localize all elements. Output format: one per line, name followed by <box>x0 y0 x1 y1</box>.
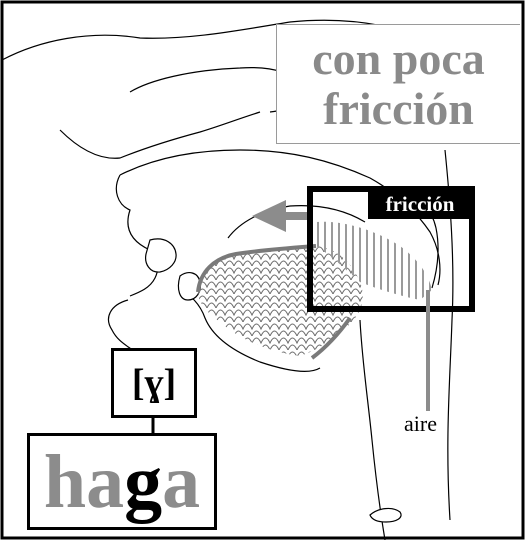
word-suffix: a <box>162 439 201 524</box>
friccion-label: fricción <box>368 191 472 219</box>
larynx <box>369 507 402 523</box>
friction-box <box>307 186 475 312</box>
friction-zone <box>316 221 432 300</box>
aire-label: aire <box>402 411 439 437</box>
tongue <box>198 246 363 356</box>
word-focus-letter: g <box>124 439 163 524</box>
title-line-1: con poca <box>312 33 485 84</box>
phoneme-symbol: [ɣ] <box>131 362 177 404</box>
phoneme-box: [ɣ] <box>111 348 197 418</box>
upper-teeth <box>145 238 177 273</box>
airflow-arrow-head <box>252 200 286 232</box>
word-prefix: ha <box>43 439 125 524</box>
title-box: con poca fricción <box>276 24 520 144</box>
title-line-2: fricción <box>323 83 474 134</box>
lower-lip-jaw <box>107 289 321 372</box>
tongue-contour <box>196 244 317 293</box>
alveolar-ridge <box>227 205 366 239</box>
lower-teeth <box>177 272 201 301</box>
tongue-root-contour <box>310 316 352 360</box>
